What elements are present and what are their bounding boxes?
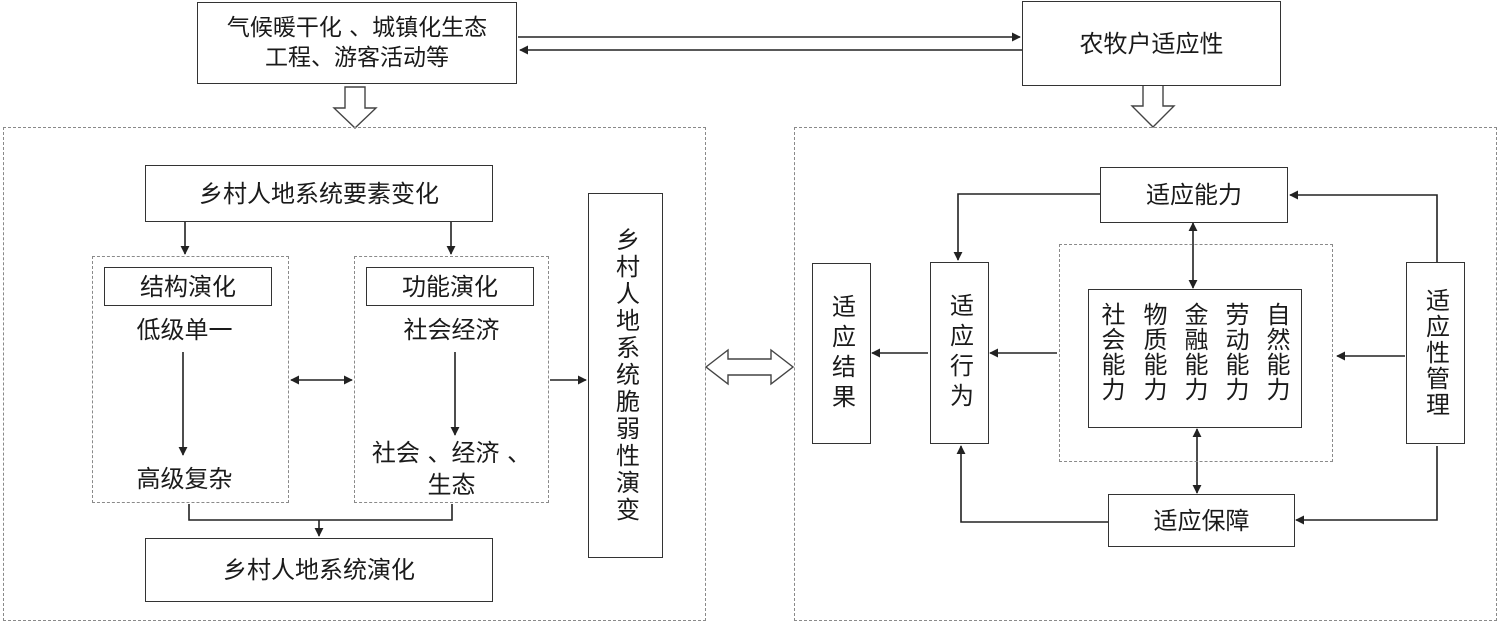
function-to: 社会 、经济 、 生态 [371,439,532,499]
adapt-result-box: 适应结果 [812,263,871,444]
adapt-capacity-box: 适应能力 [1100,167,1288,223]
element-change-label: 乡村人地系统要素变化 [199,179,439,208]
arrow-capacity-to-behavior [953,193,1100,261]
adapt-guarantee-box: 适应保障 [1108,494,1295,547]
function-from: 社会经济 [403,316,500,344]
system-evolution-box: 乡村人地系统演化 [145,538,493,602]
right-panel [794,127,1497,621]
element-change-box: 乡村人地系统要素变化 [145,165,493,222]
structure-to: 高级复杂 [136,465,233,493]
adapt-capacity-label: 适应能力 [1146,181,1242,209]
adapt-result-label: 适应结果 [827,293,856,414]
hollow-arrow-drivers-down [332,86,378,129]
capital-natural: 自然能力 [1262,302,1290,402]
function-evolution-group [354,256,549,503]
drivers-box: 气候暖干化 、城镇化生态 工程、游客活动等 [197,2,517,84]
livelihood-capitals-box: 社会能力 物质能力 金融能力 劳动能力 自然能力 [1088,289,1302,428]
arrow-management-to-guarantee [1295,446,1438,525]
capital-physical: 物质能力 [1139,302,1167,402]
capital-labor: 劳动能力 [1221,302,1249,402]
structure-title: 结构演化 [140,272,236,301]
left-panel [3,127,706,621]
hollow-double-arrow-panels [704,348,795,386]
livelihood-capitals-group [1059,244,1333,462]
structure-from: 低级单一 [136,316,233,344]
structure-title-box: 结构演化 [104,267,272,306]
adapt-behavior-box: 适应行为 [930,262,989,444]
vulnerability-box: 乡村人地系统脆弱性演变 [588,193,663,558]
adapt-management-box: 适应性管理 [1406,262,1465,444]
drivers-label: 气候暖干化 、城镇化生态 工程、游客活动等 [226,15,488,71]
adaptability-box: 农牧户适应性 [1022,1,1281,86]
adapt-guarantee-label: 适应保障 [1153,506,1250,535]
structure-evolution-group [92,256,289,503]
adapt-management-label: 适应性管理 [1421,288,1450,418]
connector-structure-function-merge [188,504,453,521]
adapt-behavior-label: 适应行为 [945,293,974,413]
function-title: 功能演化 [402,272,498,301]
function-title-box: 功能演化 [366,267,534,306]
adaptability-label: 农牧户适应性 [1079,29,1224,58]
capital-financial: 金融能力 [1180,302,1208,402]
vulnerability-label: 乡村人地系统脆弱性演变 [611,227,640,524]
capital-social: 社会能力 [1097,302,1125,402]
system-evolution-label: 乡村人地系统演化 [223,556,415,584]
arrow-guarantee-to-behavior [956,445,1108,523]
arrow-management-to-capacity [1289,190,1438,262]
hollow-arrow-adaptability-down [1130,84,1176,128]
